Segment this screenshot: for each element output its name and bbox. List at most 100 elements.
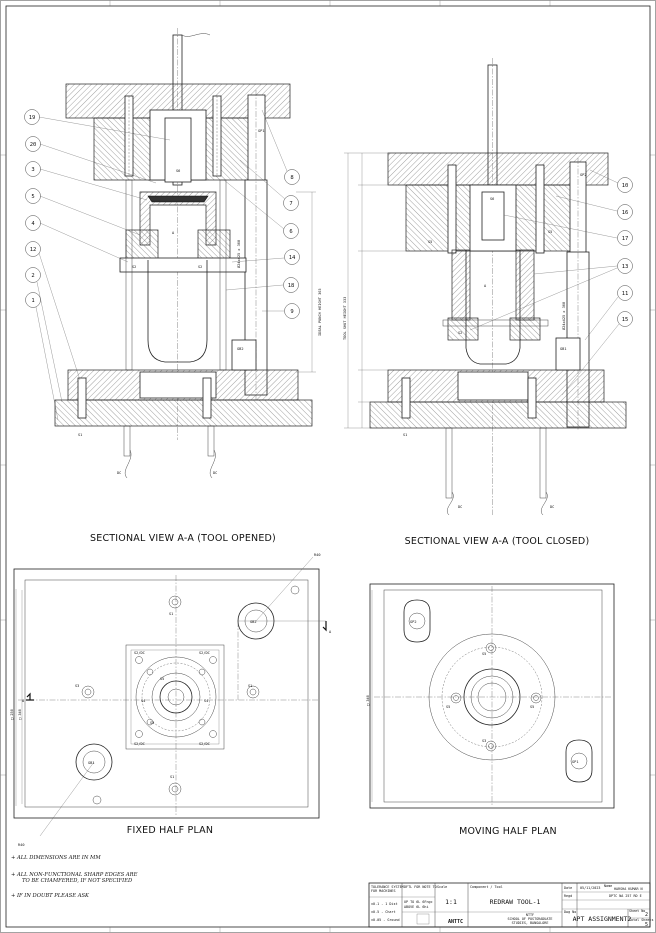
fixed-plan-labels: S1 S1 S1 S3 S2/DC S2/DC S2/DC S2/DC S4 S… xyxy=(10,553,332,847)
svg-text:18: 18 xyxy=(288,283,295,289)
svg-text:16: 16 xyxy=(622,210,629,216)
tb-date: 05/11/2023 xyxy=(580,886,600,890)
label-s6-closed: S6 xyxy=(490,197,494,201)
balloon-5: 5 xyxy=(25,188,141,236)
label-section-a-left: A xyxy=(22,699,25,703)
tb-title: REDRAW TOOL-1 xyxy=(490,898,541,906)
svg-text:6: 6 xyxy=(289,229,292,235)
closed-view-labels: S6 S5 S5 S2 GB1 GP2 S1 DC DC A TOOL SHUT… xyxy=(343,173,587,509)
dim-ideal-punch: IDEAL PUNCH HEIGHT 303 xyxy=(318,288,322,336)
label-s5-closed-right: S5 xyxy=(548,230,552,234)
svg-text:15: 15 xyxy=(622,317,629,323)
svg-text:12: 12 xyxy=(30,247,37,253)
label-s3-left: S3 xyxy=(75,684,79,688)
svg-text:1: 1 xyxy=(31,298,34,304)
label-s5-right: S5 xyxy=(530,705,534,709)
tb-sheet: 2 xyxy=(645,912,648,918)
dim-rod: Ø24x425 x 308 xyxy=(236,240,241,268)
tb-tolerance-sub: FOR MACHINES xyxy=(371,889,396,893)
note-chamfer-1: + ALL NON-FUNCTIONAL SHARP EDGES ARE xyxy=(11,872,138,878)
label-s5-fixed: S5 xyxy=(160,677,164,681)
balloon-7: 7 xyxy=(239,159,299,211)
opened-view-labels: S6 S2 S2 GB2 GP1 S1 DC DC A IDEAL PUNCH … xyxy=(78,129,322,475)
label-gp2: GP2 xyxy=(580,173,587,177)
tb-sheet-label: Sheet No xyxy=(629,909,645,913)
label-s1-top: S1 xyxy=(169,612,173,616)
label-s1: S1 xyxy=(78,433,82,437)
label-s2: S2 xyxy=(132,265,136,269)
label-s2dc-tl: S2/DC xyxy=(134,651,145,655)
label-section-a-closed: A xyxy=(484,284,487,288)
note-dimensions: + ALL DIMENSIONS ARE IN MM xyxy=(11,855,101,861)
svg-text:4: 4 xyxy=(31,221,35,227)
label-gp1-plan: GP1 xyxy=(572,760,579,764)
note-doubt: + IF IN DOUBT PLEASE ASK xyxy=(11,893,90,899)
tb-name-label: Name xyxy=(604,884,612,888)
label-gb2: GB2 xyxy=(237,347,244,351)
moving-plan-labels: S5 S3 S5 S5 GP2 GP1 □ 340 xyxy=(366,620,579,764)
fixed-half-plan xyxy=(13,556,327,837)
label-s4-left: S4 xyxy=(141,699,145,703)
tb-tolerance-head: TOLERANCE SYSTEM xyxy=(371,885,404,889)
label-s2dc-bl: S2/DC xyxy=(134,742,145,746)
balloon-4: 4 xyxy=(25,215,129,263)
caption-moving-half-plan: MOVING HALF PLAN xyxy=(459,826,557,837)
label-section-a-right: A xyxy=(329,630,332,634)
svg-text:7: 7 xyxy=(289,201,292,207)
label-section-a: A xyxy=(172,231,175,235)
tb-org-c: STUDIES, BANGALORE xyxy=(512,921,549,925)
caption-tool-opened: SECTIONAL VIEW A-A (TOOL OPENED) xyxy=(90,533,276,544)
tb-finish-b: ABOVE 6L 6hi xyxy=(404,905,429,909)
tb-tol-c: ±0.05 - Ground xyxy=(371,918,400,922)
tb-reg-label: Regd xyxy=(564,894,572,898)
balloon-13: 13 xyxy=(469,258,633,331)
label-gb2-plan: GB2 xyxy=(250,620,257,624)
tb-reg: DPTC NA 257 RD E xyxy=(609,894,642,898)
label-s2dc-br: S2/DC xyxy=(199,742,210,746)
svg-text:14: 14 xyxy=(289,255,296,261)
svg-text:8: 8 xyxy=(290,175,293,181)
label-s2-closed: S2 xyxy=(458,331,462,335)
svg-text:2: 2 xyxy=(31,273,34,279)
dim-plan-w: □ 250 xyxy=(10,709,14,720)
tb-sheets: 5 xyxy=(645,922,648,928)
label-gp2-plan: GP2 xyxy=(410,620,417,624)
svg-text:9: 9 xyxy=(290,309,293,315)
dim-r40-top: R40 xyxy=(314,553,321,557)
tb-date-label: Date xyxy=(564,886,572,890)
balloon-1: 1 xyxy=(25,292,59,421)
svg-text:13: 13 xyxy=(622,264,629,270)
label-s5-left: S5 xyxy=(446,705,450,709)
tb-logo: ANTTC xyxy=(448,919,463,925)
label-dc-closed-left: DC xyxy=(458,505,462,509)
tb-title-label: Component / Tool xyxy=(470,885,503,889)
tb-finish-head: DFTL FOR NOTE TO xyxy=(404,885,437,889)
label-gp1: GP1 xyxy=(258,129,265,133)
tb-scale: 1:1 xyxy=(445,898,457,906)
balloon-14: 14 xyxy=(231,249,300,265)
tb-dwg-label: Dwg No xyxy=(564,910,576,914)
tb-org-b: SCHOOL OF POSTGRADUATE xyxy=(508,917,553,921)
svg-text:11: 11 xyxy=(622,291,629,297)
svg-text:3: 3 xyxy=(31,167,34,173)
label-dc-left: DC xyxy=(117,471,121,475)
svg-text:19: 19 xyxy=(29,115,36,121)
balloon-3: 3 xyxy=(25,161,148,201)
label-dc-closed-right: DC xyxy=(550,505,554,509)
label-gb1-plan: GB1 xyxy=(88,761,95,765)
balloon-6: 6 xyxy=(223,179,299,239)
label-s2b: S2 xyxy=(198,265,202,269)
label-s3-bottom: S3 xyxy=(482,739,486,743)
balloon-15: 15 xyxy=(561,311,633,396)
tb-tol-b: ±0.5 - Chart xyxy=(371,910,396,914)
label-s1-right: S1 xyxy=(248,684,252,688)
caption-tool-closed: SECTIONAL VIEW A-A (TOOL CLOSED) xyxy=(405,536,590,547)
balloon-10: 10 xyxy=(589,169,633,193)
title-block: TOLERANCE SYSTEM FOR MACHINES ±0.1 - 1 D… xyxy=(368,882,654,928)
label-s5-top: S5 xyxy=(482,652,486,656)
svg-text:5: 5 xyxy=(31,194,34,200)
balloon-16: 16 xyxy=(555,195,633,220)
dim-r40-bottom: R40 xyxy=(18,843,25,847)
balloon-9: 9 xyxy=(262,303,300,319)
